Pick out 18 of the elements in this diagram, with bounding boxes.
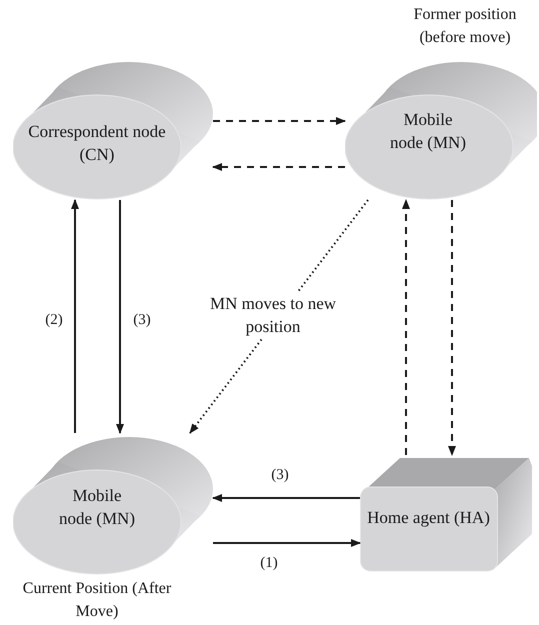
arrow: [448, 200, 456, 456]
edge-label: (2): [44, 311, 64, 329]
node-label: Mobile node (MN): [58, 485, 136, 530]
arrow: [116, 200, 124, 434]
arrow: [213, 117, 346, 125]
position-caption: Former position (before move): [412, 5, 518, 48]
arrow: [71, 199, 79, 433]
node-label: Correspondent node (CN): [27, 121, 167, 166]
edge-label: (3): [132, 311, 152, 329]
arrow: [212, 494, 360, 502]
node-label: Home agent (HA): [366, 507, 491, 529]
arrow: [402, 199, 410, 455]
edge-label: (3): [270, 466, 290, 484]
edge-label: (1): [259, 554, 279, 572]
arrow: [213, 539, 361, 547]
arrow: [212, 163, 345, 171]
position-caption: Current Position (After Move): [22, 579, 172, 622]
node-label: Mobile node (MN): [388, 109, 467, 154]
